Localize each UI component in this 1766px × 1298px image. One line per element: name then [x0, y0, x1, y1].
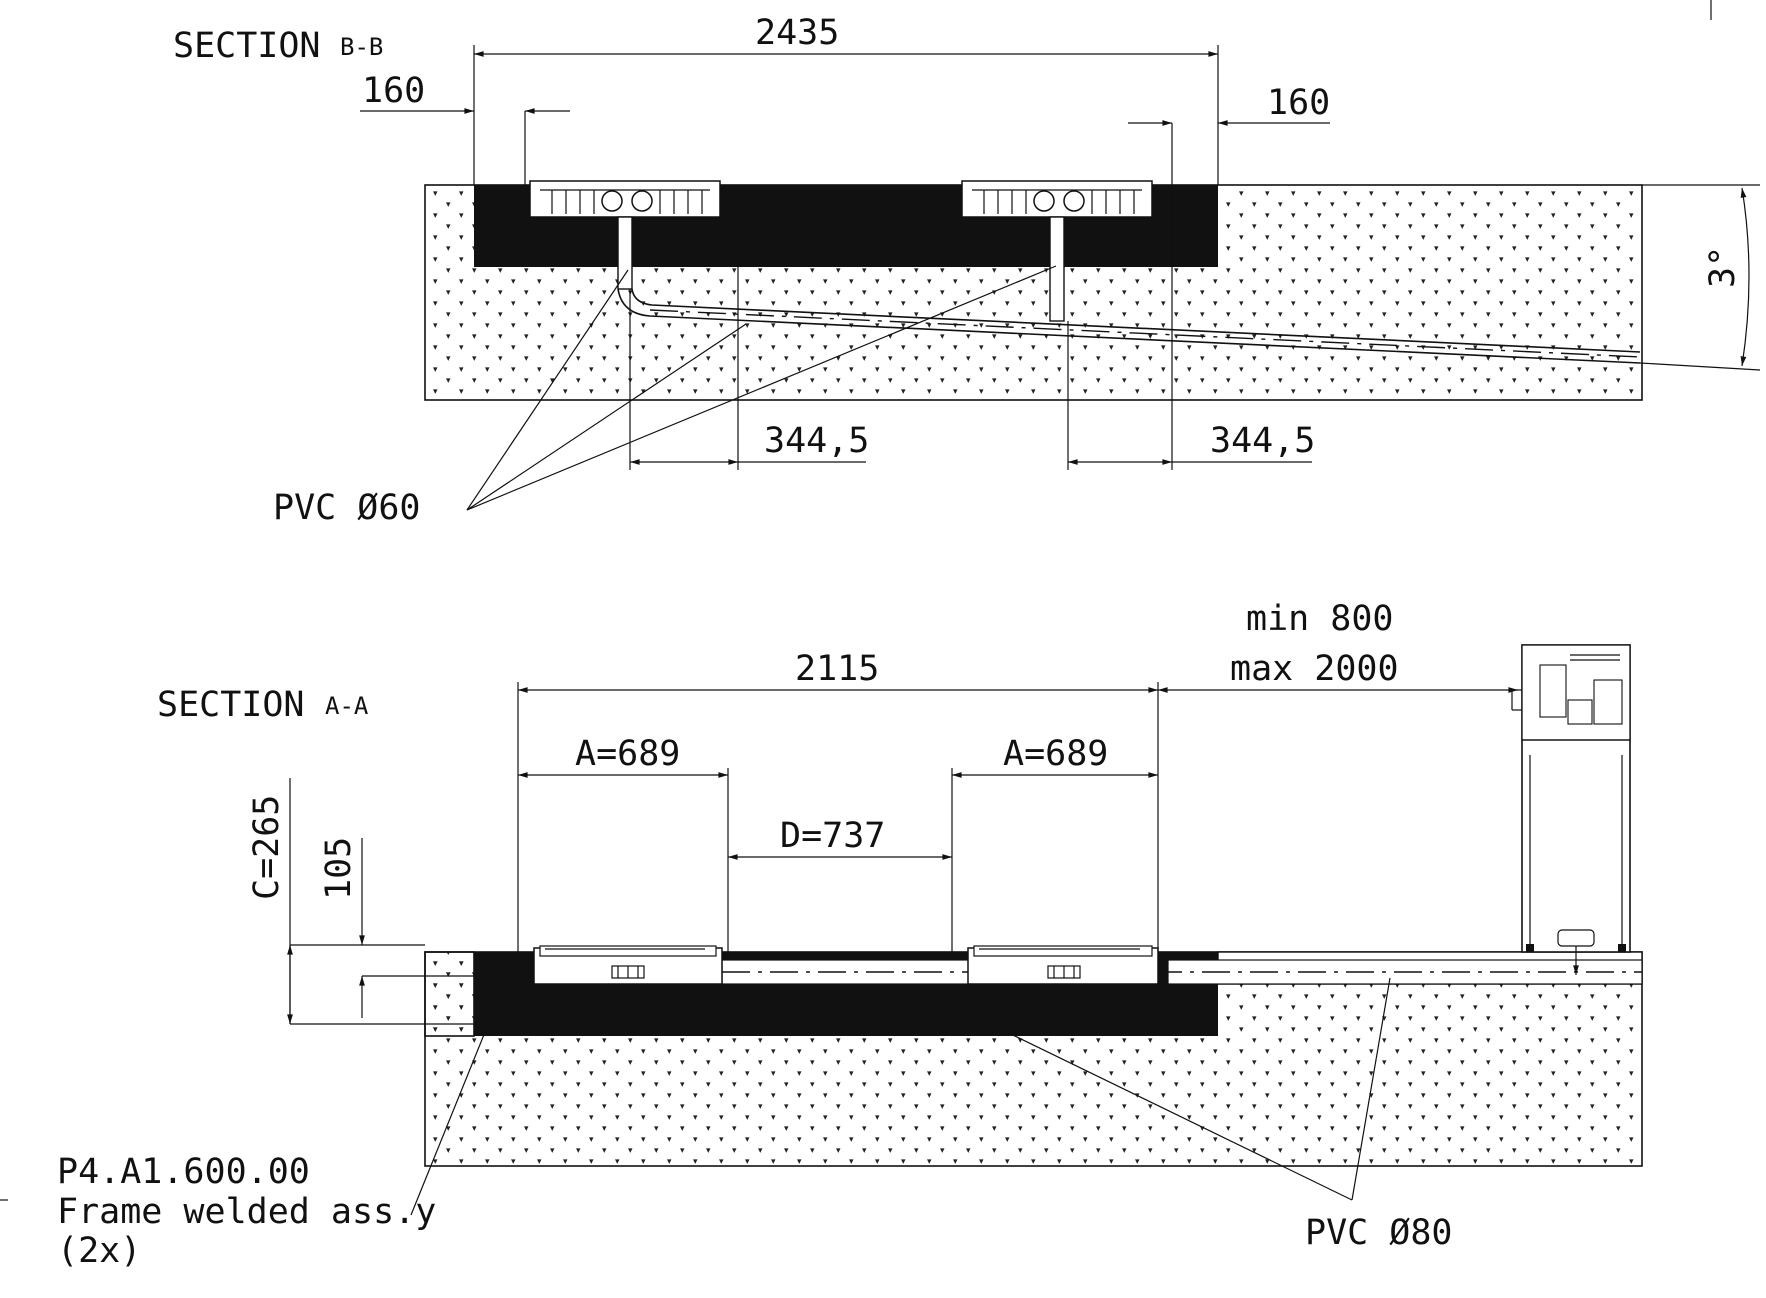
slope-label-bb: 3° — [1703, 246, 1743, 288]
drain-frame-right-aa — [967, 945, 1159, 985]
pipe-centerline-bb — [649, 309, 1641, 358]
section-aa-title: SECTION — [157, 685, 305, 725]
frame-label-line3: (2x) — [57, 1231, 141, 1271]
slope-arc-bb — [1740, 187, 1750, 367]
dim-right-offset-bb: 160 — [1267, 83, 1330, 123]
control-cabinet — [1511, 644, 1631, 975]
dim-total-aa: 2115 — [795, 649, 879, 689]
frame-label-line1: P4.A1.600.00 — [57, 1152, 310, 1192]
section-aa: SECTION A-A — [57, 599, 1643, 1271]
dim-c: C=265 — [247, 795, 287, 900]
dim-total-bb: 2435 — [755, 13, 839, 53]
drain-frame-left-bb — [529, 180, 721, 218]
section-bb-suffix: B-B — [340, 33, 383, 61]
pipe-label-bb: PVC Ø60 — [273, 488, 421, 528]
dim-gap-line2: max 2000 — [1230, 649, 1399, 689]
dim-a-left: A=689 — [575, 734, 680, 774]
dim-d: D=737 — [780, 816, 885, 856]
pipe-sloped-upper-bb — [631, 288, 1641, 353]
dim-gap-line1: min 800 — [1246, 599, 1394, 639]
section-aa-suffix: A-A — [325, 692, 369, 720]
pipe-label-aa: PVC Ø80 — [1305, 1213, 1453, 1253]
section-bb-title: SECTION — [173, 26, 321, 66]
section-bb: SECTION B-B — [173, 13, 1761, 528]
drain-frame-left-aa — [533, 945, 723, 985]
dim-left-offset-bb: 160 — [362, 71, 425, 111]
dim-right-pipe-bb: 344,5 — [1210, 421, 1315, 461]
frame-label-line2: Frame welded ass.y — [57, 1192, 436, 1232]
pipe-vertical-right-bb — [1049, 216, 1065, 322]
drain-frame-right-bb — [961, 180, 1153, 218]
dim-a-right: A=689 — [1003, 734, 1108, 774]
pipe-vertical-left-bb — [617, 216, 633, 290]
dim-left-pipe-bb: 344,5 — [764, 421, 869, 461]
dim-105: 105 — [319, 837, 359, 900]
